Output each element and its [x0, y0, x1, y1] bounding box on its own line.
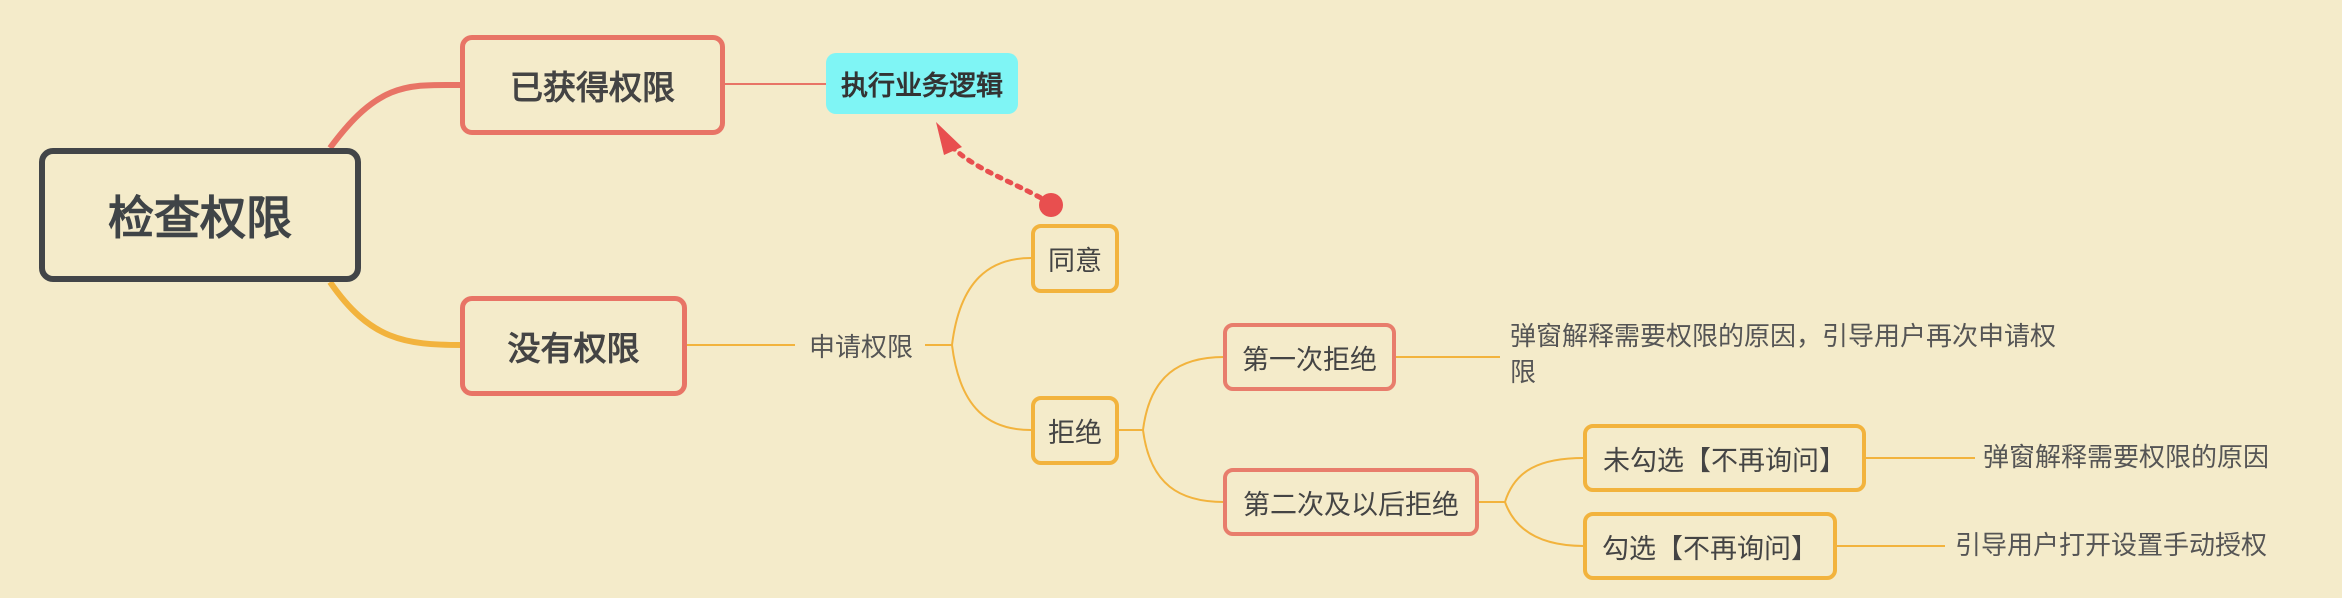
- connector-reject-second: [1142, 429, 1225, 503]
- execute-logic-node[interactable]: 执行业务逻辑: [826, 53, 1018, 114]
- first-reject-node[interactable]: 第一次拒绝: [1223, 323, 1396, 391]
- connector-request-agree: [951, 257, 1032, 346]
- arrow-head: [936, 122, 962, 155]
- connector-request-reject: [951, 344, 1032, 431]
- checked-description: 引导用户打开设置手动授权: [1955, 531, 2268, 561]
- connector-second-unchecked: [1504, 457, 1585, 503]
- first-reject-description: 弹窗解释需要权限的原因，引导用户再次申请权 限: [1510, 319, 2150, 391]
- unchecked-never-ask-node[interactable]: 未勾选【不再询问】: [1583, 424, 1866, 492]
- reject-node[interactable]: 拒绝: [1031, 396, 1119, 465]
- connector-second-checked: [1504, 501, 1585, 547]
- arrow-start-dot: [1039, 193, 1063, 217]
- first-reject-desc-line2: 限: [1510, 358, 1537, 388]
- connector-reject-first: [1142, 356, 1225, 431]
- agree-node[interactable]: 同意: [1031, 224, 1119, 293]
- connector-root-granted: [327, 81, 463, 150]
- second-reject-node[interactable]: 第二次及以后拒绝: [1223, 468, 1479, 536]
- granted-permission-node[interactable]: 已获得权限: [460, 35, 725, 135]
- connector-root-denied: [327, 280, 463, 348]
- request-permission-node[interactable]: 申请权限: [808, 332, 913, 363]
- agree-to-execute-arrow: [947, 142, 1053, 206]
- checked-never-ask-node[interactable]: 勾选【不再询问】: [1583, 512, 1837, 580]
- root-node[interactable]: 检查权限: [39, 148, 361, 282]
- no-permission-node[interactable]: 没有权限: [460, 296, 687, 396]
- unchecked-description: 弹窗解释需要权限的原因: [1983, 443, 2270, 473]
- first-reject-desc-line1: 弹窗解释需要权限的原因，引导用户再次申请权: [1510, 322, 2057, 352]
